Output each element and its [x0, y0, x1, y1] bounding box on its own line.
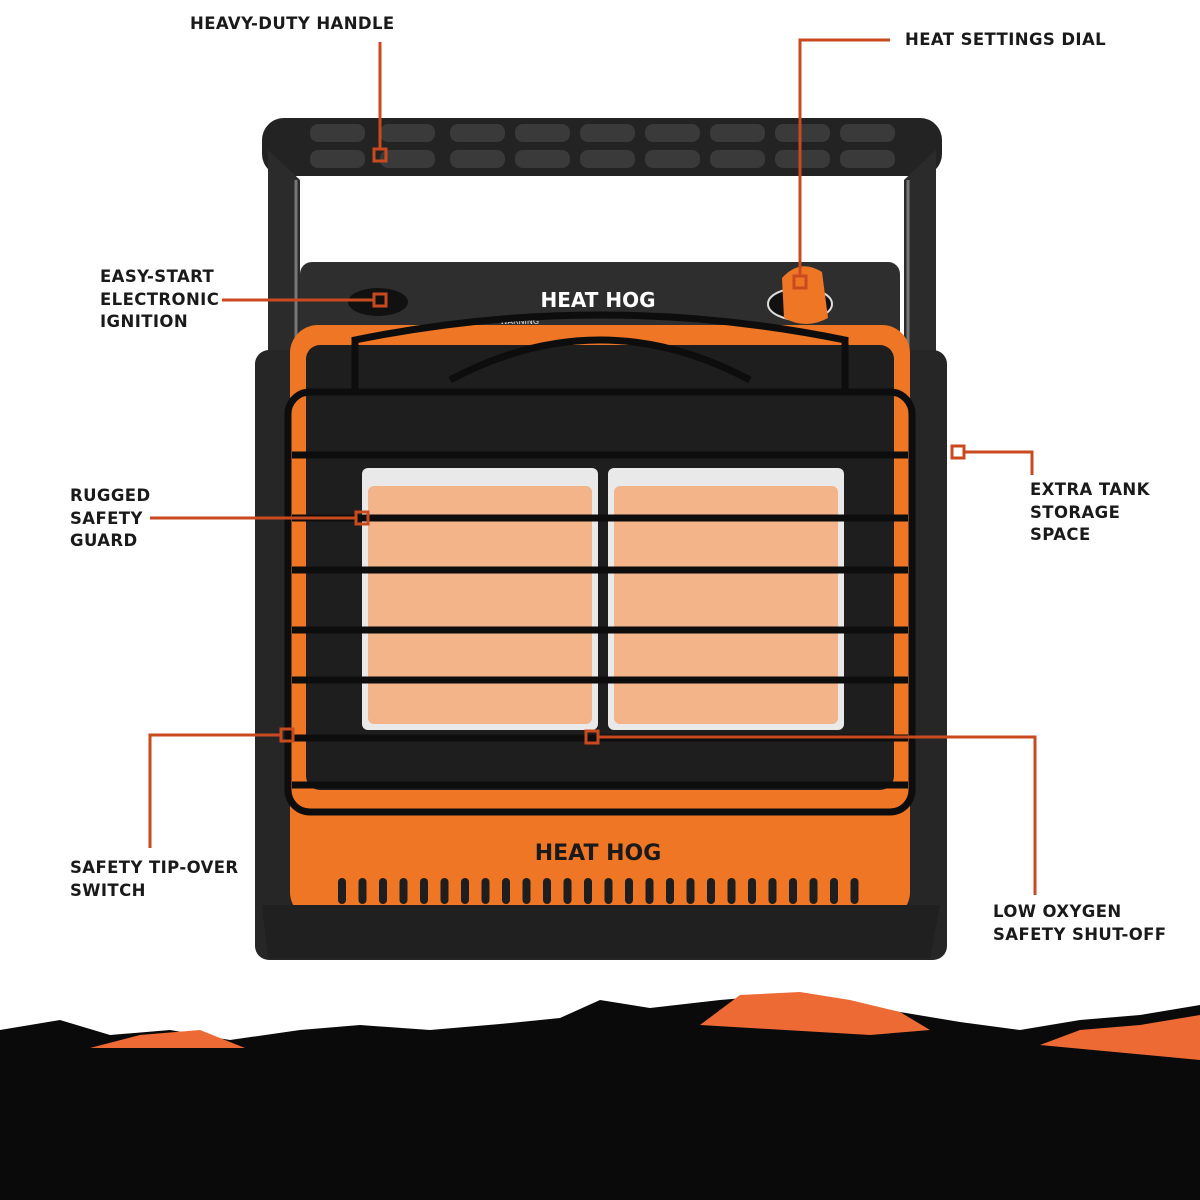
mountain-silhouette — [0, 995, 1200, 1200]
callout-tipover: SAFETY TIP-OVER SWITCH — [70, 857, 239, 902]
vent-slot — [850, 878, 859, 904]
callout-lines — [148, 38, 1037, 895]
callout-tank: EXTRA TANK STORAGE SPACE — [1030, 479, 1150, 547]
callout-text: SAFETY TIP-OVER — [70, 858, 239, 877]
callout-text: HEAVY-DUTY HANDLE — [190, 14, 395, 33]
handle — [262, 118, 942, 360]
vent-slot — [399, 878, 408, 904]
vent-slot — [625, 878, 633, 904]
callout-handle: HEAVY-DUTY HANDLE — [190, 13, 395, 36]
callout-guard: RUGGED SAFETY GUARD — [70, 485, 151, 553]
vent-slot — [379, 878, 387, 904]
brand-logo-front: HEAT HOG — [535, 841, 662, 866]
vent-slot — [748, 878, 756, 904]
callout-text: SWITCH — [70, 880, 146, 900]
callout-text: IGNITION — [100, 312, 189, 331]
vent-slot — [789, 878, 797, 904]
vent-slot — [686, 878, 695, 904]
vent-slot — [522, 878, 531, 904]
vent-slot — [830, 878, 838, 904]
vent-slot — [707, 878, 715, 904]
vent-slot — [666, 878, 674, 904]
callout-text: SAFETY — [70, 508, 143, 528]
warning-label: WARNING — [500, 317, 539, 326]
vent-slot — [809, 878, 818, 904]
vent-slot — [358, 878, 367, 904]
callout-text: ELECTRONIC — [100, 289, 220, 309]
vent-slot — [338, 878, 346, 904]
vent-slot — [584, 878, 592, 904]
callout-dial: HEAT SETTINGS DIAL — [905, 29, 1106, 52]
callout-text: STORAGE — [1030, 502, 1121, 522]
vent-slot — [543, 878, 551, 904]
ceramic-panel-right — [614, 486, 838, 724]
vent-slot — [461, 878, 469, 904]
vent-slot — [768, 878, 777, 904]
ceramic-panel-left — [368, 486, 592, 724]
vent-slot — [440, 878, 449, 904]
callout-text: EXTRA TANK — [1030, 480, 1150, 499]
callout-text: SAFETY SHUT-OFF — [993, 924, 1167, 944]
callout-text: GUARD — [70, 531, 138, 550]
callout-text: SPACE — [1030, 525, 1091, 544]
vent-slot — [502, 878, 510, 904]
callout-oxygen: LOW OXYGEN SAFETY SHUT-OFF — [993, 901, 1166, 946]
vent-slot — [563, 878, 572, 904]
safety-guard — [284, 311, 916, 816]
vent-slot — [420, 878, 428, 904]
callout-text: EASY-START — [100, 267, 215, 286]
callout-text: HEAT SETTINGS DIAL — [905, 30, 1107, 49]
vent-slots — [338, 878, 859, 904]
callout-ignition: EASY-START ELECTRONIC IGNITION — [100, 266, 219, 334]
base — [262, 905, 940, 958]
vent-slot — [645, 878, 654, 904]
brand-logo-top: HEAT HOG — [540, 288, 655, 312]
vent-slot — [481, 878, 490, 904]
callout-text: RUGGED — [70, 486, 151, 505]
vent-slot — [604, 878, 613, 904]
vent-slot — [727, 878, 736, 904]
callout-markers — [279, 147, 966, 745]
callout-text: LOW OXYGEN — [993, 902, 1122, 921]
